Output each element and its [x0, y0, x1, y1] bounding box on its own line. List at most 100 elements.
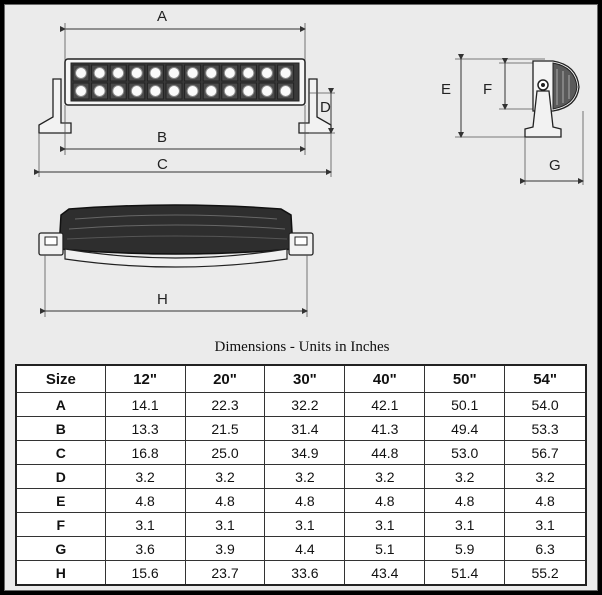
row-size-label: A	[15, 392, 106, 417]
row-size-label: H	[15, 560, 106, 586]
dimension-value: 25.0	[184, 440, 266, 465]
right-bracket	[298, 78, 332, 134]
dimension-value: 32.2	[264, 392, 346, 417]
dimension-value: 5.9	[424, 536, 506, 561]
led-lens	[149, 85, 162, 97]
dimension-value: 14.1	[104, 392, 186, 417]
dimension-value: 42.1	[344, 392, 426, 417]
dimension-value: 33.6	[264, 560, 346, 586]
led-lens	[242, 85, 255, 97]
dimension-value: 41.3	[344, 416, 426, 441]
led-lens	[168, 85, 180, 97]
dimension-value: 22.3	[184, 392, 266, 417]
dimension-value: 3.2	[184, 464, 266, 489]
led-lens	[112, 67, 125, 79]
led-lens	[205, 67, 218, 79]
led-lens	[279, 67, 292, 79]
dimension-value: 4.8	[264, 488, 346, 513]
dimension-value: 3.1	[184, 512, 266, 537]
dimension-value: 3.9	[184, 536, 266, 561]
dimension-value: 15.6	[104, 560, 186, 586]
dimension-value: 16.8	[104, 440, 186, 465]
led-lens	[261, 85, 273, 97]
left-bracket	[38, 78, 72, 134]
dimension-value: 3.1	[344, 512, 426, 537]
led-lens	[223, 85, 236, 97]
dimension-value: 51.4	[424, 560, 506, 586]
led-lens	[75, 85, 87, 97]
dimension-value: 3.1	[104, 512, 186, 537]
dimension-value: 4.8	[424, 488, 506, 513]
dimension-value: 21.5	[184, 416, 266, 441]
dimension-value: 3.1	[264, 512, 346, 537]
dimension-value: 3.2	[264, 464, 346, 489]
row-size-label: D	[15, 464, 106, 489]
label-d: D	[320, 99, 331, 116]
header-length: 40"	[344, 364, 426, 393]
header-length: 12"	[104, 364, 186, 393]
label-a: A	[157, 8, 168, 25]
dimension-value: 50.1	[424, 392, 506, 417]
side-view	[455, 54, 584, 185]
dimension-value: 43.4	[344, 560, 426, 586]
dimension-value: 6.3	[504, 536, 587, 561]
label-h: H	[157, 291, 168, 308]
led-lens	[242, 67, 255, 79]
header-length: 30"	[264, 364, 346, 393]
dimension-value: 4.8	[504, 488, 587, 513]
led-lens	[186, 85, 199, 97]
led-grid	[72, 64, 295, 100]
dimension-value: 55.2	[504, 560, 587, 586]
dimension-value: 4.8	[344, 488, 426, 513]
led-lens	[112, 85, 125, 97]
led-lens	[93, 85, 106, 97]
dimension-value: 31.4	[264, 416, 346, 441]
dimension-value: 3.2	[104, 464, 186, 489]
led-lens	[205, 85, 218, 97]
led-lens	[130, 85, 143, 97]
dimension-value: 13.3	[104, 416, 186, 441]
row-size-label: F	[15, 512, 106, 537]
dimension-value: 34.9	[264, 440, 346, 465]
header-size: Size	[15, 364, 106, 393]
dimension-value: 53.3	[504, 416, 587, 441]
led-lens	[261, 67, 273, 79]
led-lens	[223, 67, 236, 79]
dimension-value: 4.8	[184, 488, 266, 513]
dimension-value: 5.1	[344, 536, 426, 561]
dimension-value: 3.2	[344, 464, 426, 489]
label-f: F	[483, 81, 493, 98]
header-length: 54"	[504, 364, 587, 393]
row-size-label: C	[15, 440, 106, 465]
label-g: G	[549, 157, 561, 174]
dimension-value: 49.4	[424, 416, 506, 441]
dimension-value: 3.6	[104, 536, 186, 561]
header-length: 20"	[184, 364, 266, 393]
row-size-label: G	[15, 536, 106, 561]
row-size-label: B	[15, 416, 106, 441]
dimension-value: 54.0	[504, 392, 587, 417]
led-lens	[75, 67, 87, 79]
dimension-value: 4.8	[104, 488, 186, 513]
label-b: B	[157, 129, 168, 146]
led-lens	[186, 67, 199, 79]
led-lens	[93, 67, 106, 79]
dimension-value: 4.4	[264, 536, 346, 561]
diagram-frame: A B C D E F G H Dimensions - Units in In…	[4, 4, 598, 591]
header-length: 50"	[424, 364, 506, 393]
row-size-label: E	[15, 488, 106, 513]
label-e: E	[441, 81, 452, 98]
table-title: Dimensions - Units in Inches	[214, 339, 390, 355]
dimension-value: 56.7	[504, 440, 587, 465]
led-lens	[149, 67, 162, 79]
